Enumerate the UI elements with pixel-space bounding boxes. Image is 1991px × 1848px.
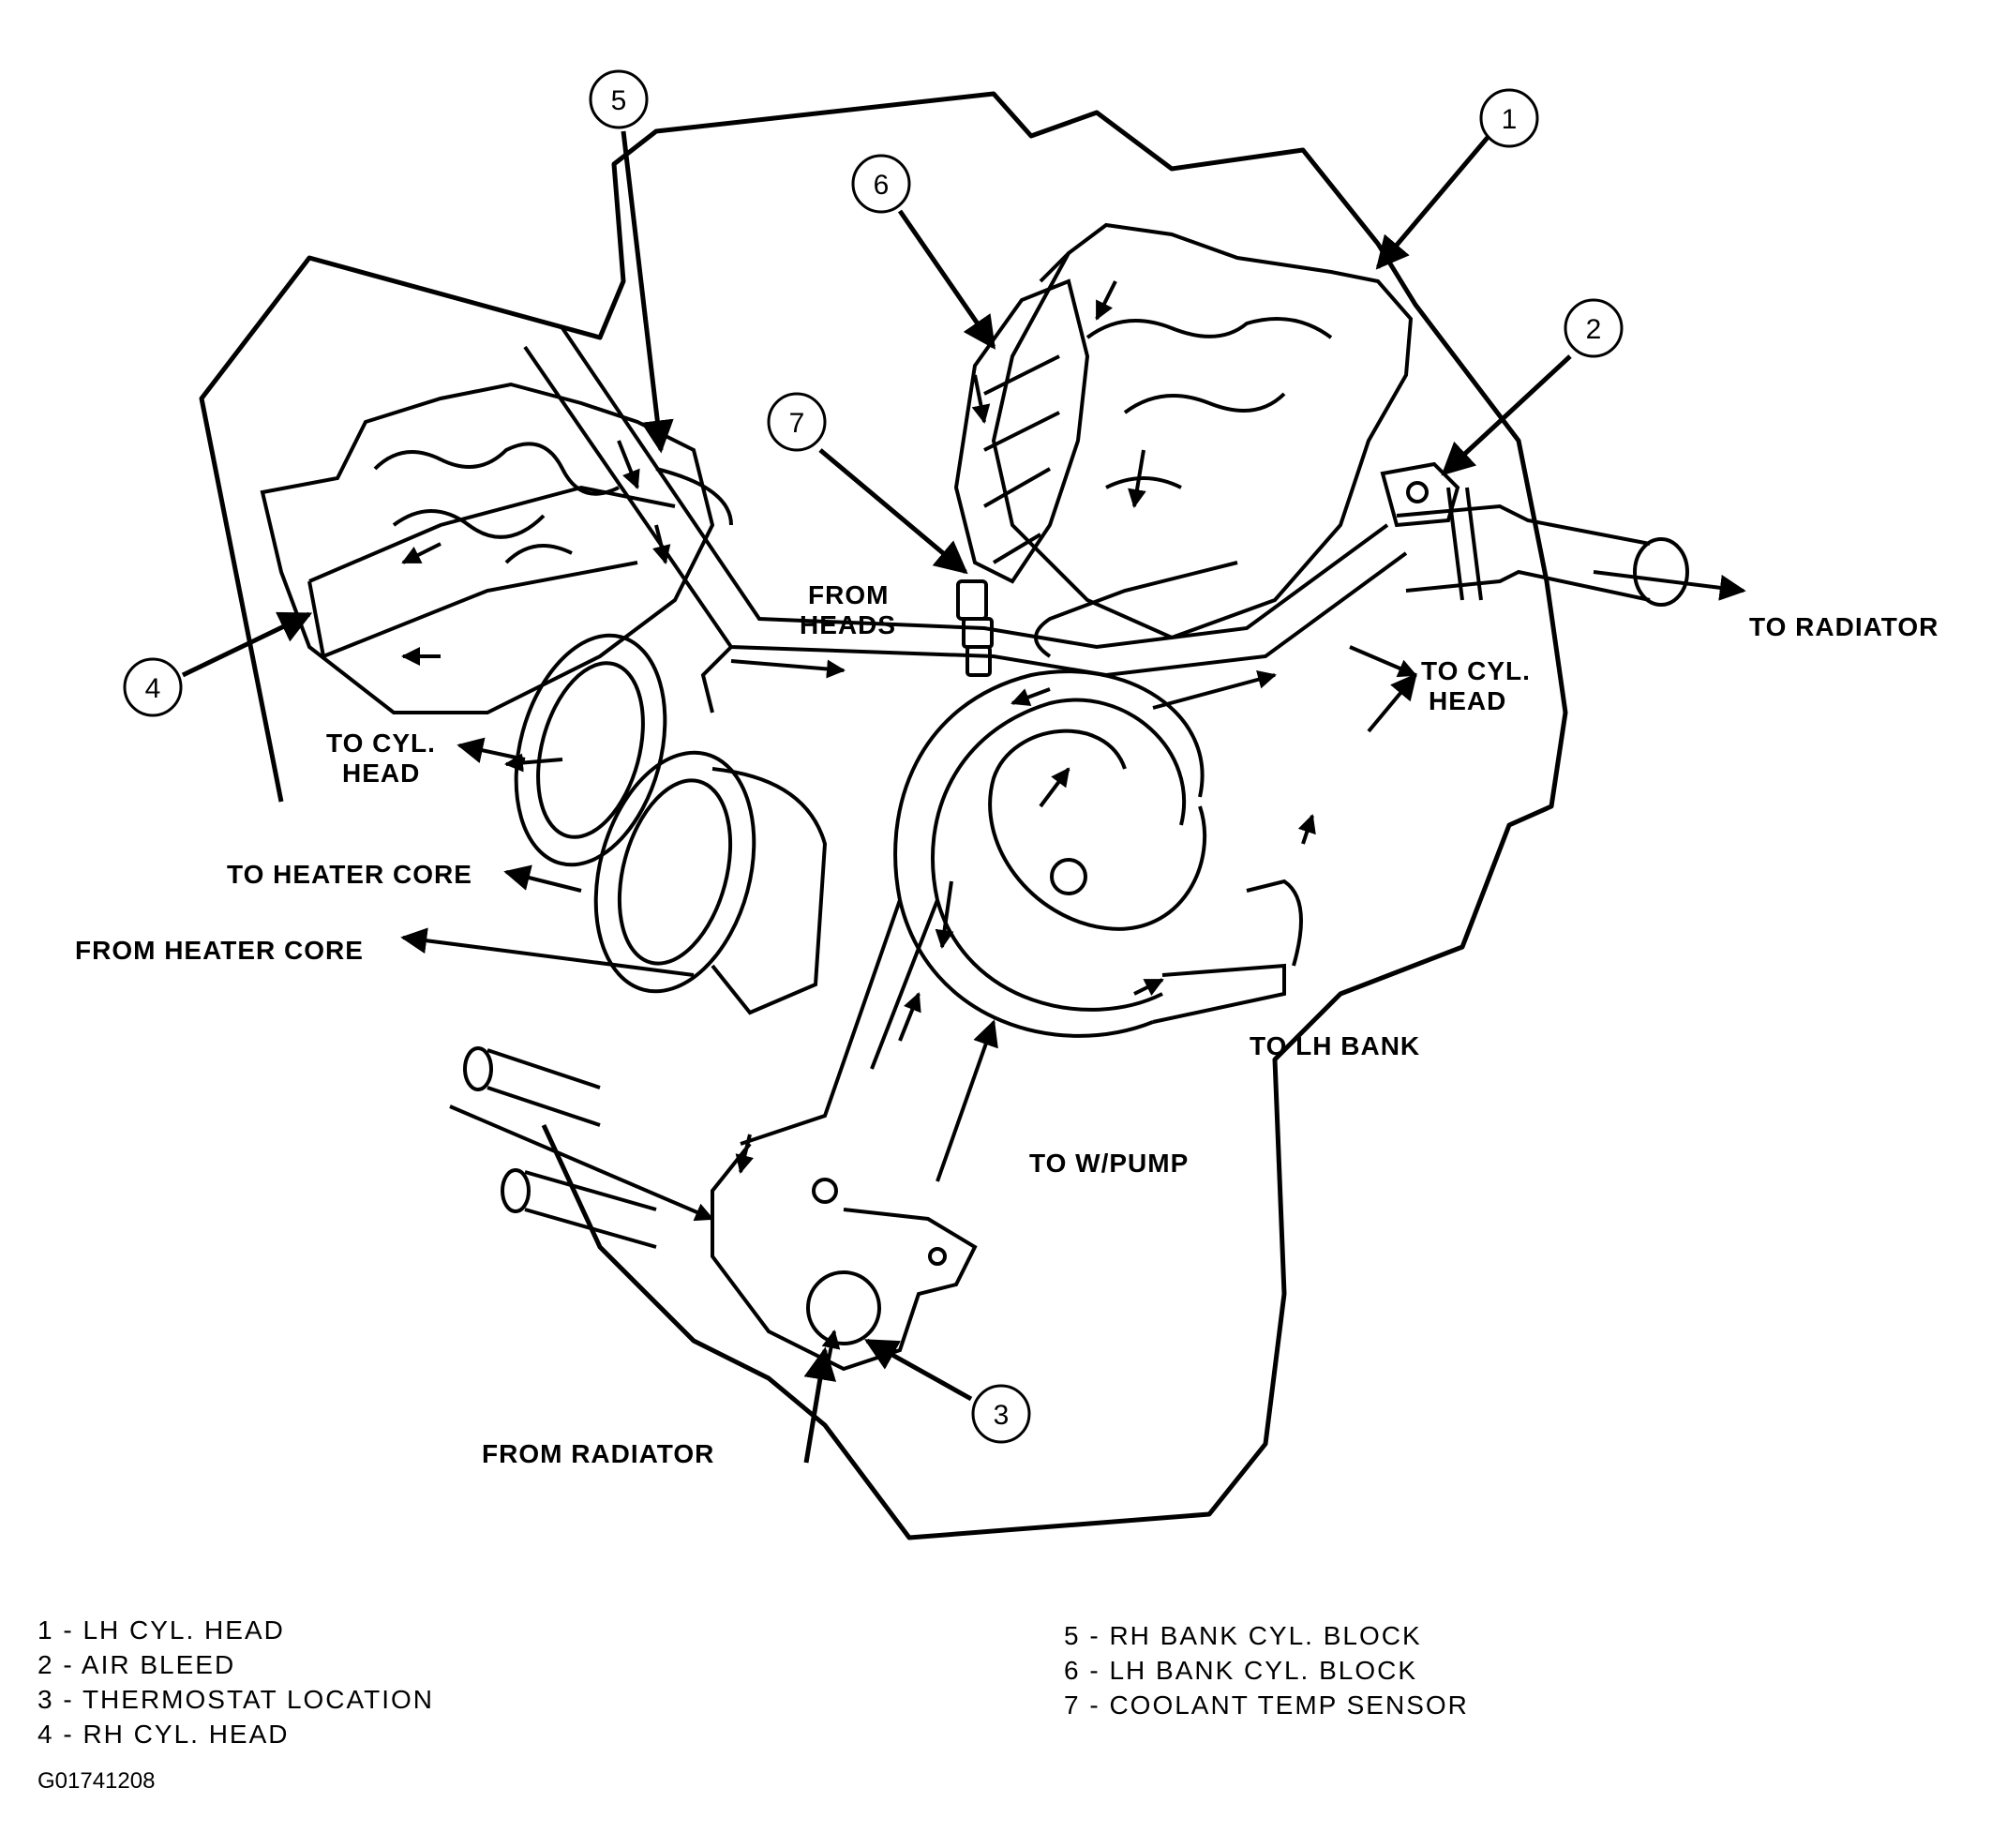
callout-3: 3: [971, 1384, 1031, 1444]
callout-7: 7: [767, 392, 827, 452]
label-from-radiator: FROM RADIATOR: [482, 1439, 714, 1468]
engine-outline: [199, 91, 1568, 1540]
label-to-cyl-head-left-line1: TO CYL.: [326, 729, 436, 758]
svg-text:4: 4: [145, 673, 161, 704]
from-heads-passage: [523, 326, 1408, 714]
svg-text:2: 2: [1586, 314, 1602, 345]
callout-6: 6: [851, 154, 911, 214]
callout-4: 4: [123, 657, 183, 717]
legend-left: 1 - LH CYL. HEAD 2 - AIR BLEED 3 - THERM…: [37, 1613, 434, 1751]
label-from-heads-line2: HEADS: [800, 610, 896, 639]
svg-text:3: 3: [994, 1400, 1010, 1431]
legend-item: 6 - LH BANK CYL. BLOCK: [1064, 1656, 1418, 1685]
lh-bank-cyl-block: [953, 278, 1090, 584]
label-to-radiator: TO RADIATOR: [1749, 612, 1939, 641]
label-from-heater-core: FROM HEATER CORE: [75, 936, 364, 965]
svg-text:5: 5: [611, 85, 627, 116]
label-to-heater-core: TO HEATER CORE: [227, 860, 472, 889]
legend-item: 5 - RH BANK CYL. BLOCK: [1064, 1621, 1422, 1650]
legend-item: 4 - RH CYL. HEAD: [37, 1720, 290, 1749]
rh-cyl-head: [260, 382, 715, 714]
legend-item: 3 - THERMOSTAT LOCATION: [37, 1685, 435, 1714]
label-to-cyl-head-left-line2: HEAD: [342, 759, 420, 788]
callout-2: 2: [1564, 298, 1624, 358]
label-to-cyl-head-right-line1: TO CYL.: [1421, 656, 1531, 685]
legend-item: 2 - AIR BLEED: [37, 1650, 236, 1679]
callout-1: 1: [1479, 88, 1539, 148]
callout-leaders: [181, 130, 1572, 1464]
radiator-outlet-hose: [1380, 461, 1689, 607]
svg-text:7: 7: [789, 408, 805, 439]
legend-right: 5 - RH BANK CYL. BLOCK 6 - LH BANK CYL. …: [1064, 1618, 1469, 1722]
callout-5: 5: [589, 69, 649, 129]
legend-item: 7 - COOLANT TEMP SENSOR: [1064, 1690, 1469, 1720]
water-pump: [740, 669, 1303, 1146]
coolant-temp-sensor: [956, 579, 994, 677]
svg-text:6: 6: [874, 170, 890, 201]
label-from-heads-line1: FROM: [808, 580, 889, 609]
legend-item: 1 - LH CYL. HEAD: [37, 1615, 285, 1645]
flow-arrows: [400, 280, 1746, 1379]
label-to-w-pump: TO W/PUMP: [1029, 1149, 1189, 1178]
figure-code: G01741208: [37, 1768, 156, 1794]
label-to-cyl-head-right-line2: HEAD: [1429, 686, 1506, 715]
lh-cyl-head: [991, 222, 1414, 640]
thermostat-housing: [463, 1046, 978, 1372]
rh-bank-cyl-block: [514, 467, 828, 1015]
svg-text:1: 1: [1502, 104, 1518, 135]
label-to-lh-bank: TO LH BANK: [1250, 1031, 1420, 1060]
